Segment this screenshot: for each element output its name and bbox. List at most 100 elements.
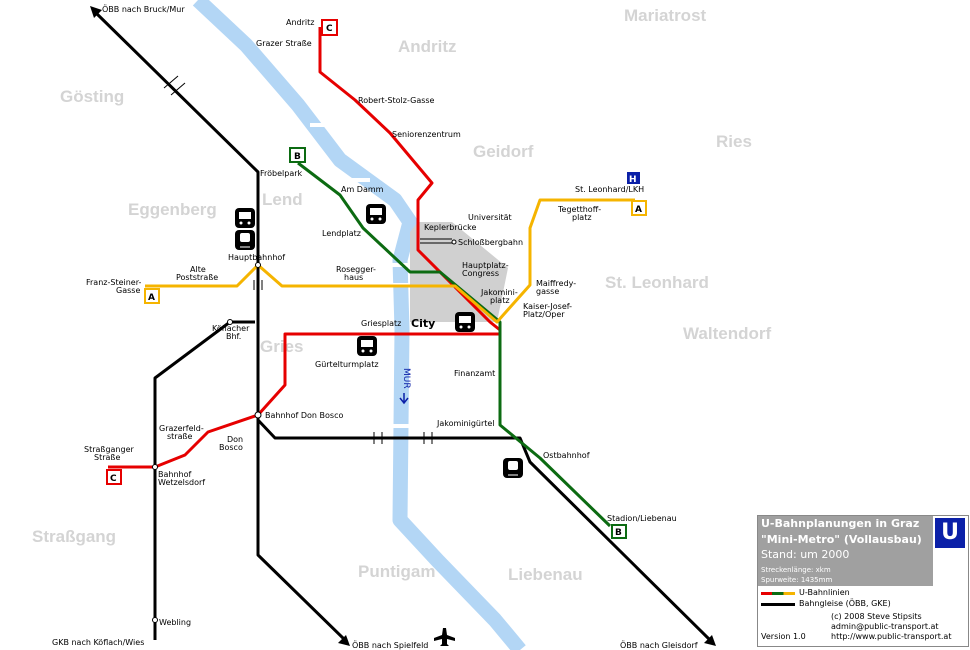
station-strassganger-2: Straße (94, 453, 120, 462)
city-label: City (411, 317, 435, 330)
station-andritz: Andritz (286, 18, 314, 27)
badge-c-west-label: C (110, 474, 117, 484)
station-wetzelsdorf-1: Bahnhof (158, 470, 191, 479)
arrow-gleisdorf-icon (704, 635, 716, 646)
city-area (410, 222, 508, 322)
station-labels: Andritz Grazer Straße Robert-Stolz-Gasse… (84, 18, 677, 627)
river-arrow-icon (399, 393, 409, 405)
station-wetzelsdorf-2: Wetzelsdorf (158, 478, 205, 487)
station-alte-poststrasse-1: Alte (190, 265, 206, 274)
district-st-leonhard: St. Leonhard (605, 273, 709, 292)
station-ostbahnhof: Ostbahnhof (543, 451, 590, 460)
station-hauptplatz-1: Hauptplatz- (462, 261, 509, 270)
station-grazer-strasse: Grazer Straße (256, 39, 312, 48)
station-don-bosco-2: Bosco (219, 443, 243, 452)
u-bahn-logo-icon: U (935, 518, 965, 548)
station-strassganger-1: Straßganger (84, 445, 134, 454)
station-webling: Webling (159, 618, 191, 627)
badge-b-north (289, 147, 306, 163)
badge-a-west (144, 288, 160, 304)
dest-koeflach: GKB nach Köflach/Wies (52, 638, 144, 647)
station-maiffredy-1: Maiffredy- (536, 279, 576, 288)
station-koeflacher-2: Bhf. (226, 332, 241, 341)
badge-b-north-label: B (294, 152, 301, 162)
legend-rail: Bahngleise (ÖBB, GKE) (799, 599, 891, 608)
river-label: MUR (401, 368, 411, 389)
legend-header: U-Bahnplanungen in Graz "Mini-Metro" (Vo… (758, 516, 933, 564)
line-b (297, 161, 612, 528)
district-strassgang: Straßgang (32, 527, 116, 546)
transport-icons (235, 204, 523, 646)
station-stadion-liebenau: Stadion/Liebenau (607, 514, 677, 523)
legend-gauge: Spurweite: 1435mm (761, 576, 833, 584)
legend-version: Version 1.0 (761, 632, 806, 641)
rail-destination-labels: ÖBB nach Bruck/Mur GKB nach Köflach/Wies… (52, 4, 698, 650)
legend-url: http://www.public-transport.at (831, 632, 952, 641)
station-maiffredy-2: gasse (536, 287, 559, 296)
bus-icon (357, 336, 377, 356)
station-franz-steiner-2: Gasse (116, 286, 140, 295)
badge-h-label: H (629, 175, 637, 185)
airplane-icon (434, 628, 455, 646)
badge-h-hospital (627, 172, 640, 184)
station-am-damm: Am Damm (341, 185, 384, 194)
district-labels: Mariatrost Andritz Gösting Geidorf Ries … (32, 6, 771, 584)
district-puntigam: Puntigam (358, 562, 435, 581)
district-lend: Lend (262, 190, 303, 209)
station-franz-steiner-1: Franz-Steiner- (86, 278, 141, 287)
line-a (145, 198, 635, 324)
dest-gleisdorf: ÖBB nach Gleisdorf (620, 640, 698, 650)
legend-copyright: (c) 2008 Steve Stipsits (831, 612, 922, 621)
station-rosegger-2: haus (344, 273, 363, 282)
station-don-bosco-1: Don (227, 435, 243, 444)
train-icon (235, 230, 255, 250)
bus-icon (235, 208, 255, 228)
station-griesplatz: Griesplatz (361, 319, 401, 328)
rail-tunnel-marks (163, 75, 433, 444)
rail-main-south (256, 265, 347, 642)
station-koeflacher-1: Köflacher (212, 324, 250, 333)
station-st-leonhard-lkh: St. Leonhard/LKH (575, 185, 644, 194)
badge-a-east-label: A (635, 205, 642, 215)
district-goesting: Gösting (60, 87, 124, 106)
badge-b-south-label: B (615, 528, 622, 538)
station-guertelturmplatz: Gürtelturmplatz (315, 360, 379, 369)
badge-b-south (611, 524, 627, 539)
dest-bruck: ÖBB nach Bruck/Mur (102, 4, 185, 14)
station-alte-poststrasse-2: Poststraße (176, 273, 218, 282)
station-seniorenzentrum: Seniorenzentrum (392, 130, 461, 139)
rail-arrows (90, 6, 716, 646)
train-icon (503, 458, 523, 478)
station-froebelpark: Fröbelpark (260, 169, 303, 178)
station-tegetthoff-1: Tegetthoff- (557, 205, 601, 214)
rail-north (93, 10, 260, 265)
station-bahnhof-don-bosco: Bahnhof Don Bosco (265, 411, 343, 420)
district-liebenau: Liebenau (508, 565, 583, 584)
river-mur (192, 0, 526, 650)
station-keplerbruecke: Keplerbrücke (424, 223, 476, 232)
legend-box: U-Bahnplanungen in Graz "Mini-Metro" (Vo… (757, 515, 969, 647)
badge-c-north-label: C (326, 24, 333, 34)
station-dots (152, 262, 262, 623)
badge-c-west (106, 469, 122, 485)
line-badges: C B A A H C B (106, 19, 647, 539)
district-waltendorf: Waltendorf (683, 324, 771, 343)
district-eggenberg: Eggenberg (128, 200, 217, 219)
schlossbergbahn (420, 238, 457, 245)
rail-east (256, 418, 712, 642)
bus-icon (366, 204, 386, 224)
district-andritz: Andritz (398, 37, 457, 56)
arrow-north-icon (90, 6, 102, 18)
arrow-spielfeld-icon (338, 635, 350, 646)
legend-info-bg (758, 564, 933, 586)
station-jakominiguertel: Jakominigürtel (436, 419, 495, 428)
legend-status: Stand: um 2000 (761, 548, 850, 561)
legend-u-line-swatch (761, 592, 795, 595)
legend-length: Streckenlänge: xkm (761, 566, 831, 574)
legend-title: U-Bahnplanungen in Graz (761, 517, 920, 530)
railway-lines (93, 10, 712, 642)
station-jakomini-2: platz (490, 296, 510, 305)
district-geidorf: Geidorf (473, 142, 534, 161)
